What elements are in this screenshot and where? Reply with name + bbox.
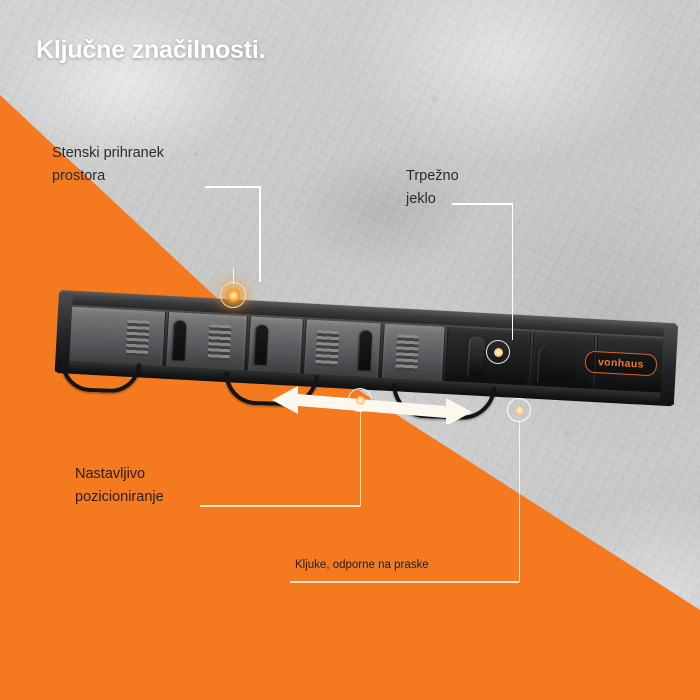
rack-grip: [125, 319, 150, 357]
rack-grip: [315, 329, 340, 368]
rack-slot: [536, 340, 576, 384]
callout-line-2-horizontal: [452, 203, 513, 205]
rack-grip: [207, 324, 232, 362]
callout-line-1-vertical-lower: [232, 268, 235, 284]
rack-slot: [253, 324, 269, 366]
callout-label-scratch-resistant-hooks: Kljuke, odporne na praske: [295, 559, 429, 571]
rack-slot: [171, 320, 187, 361]
callout-label-wall-space-saving: Stenski prihranek prostora: [52, 145, 165, 185]
callout-marker-durable-steel[interactable]: [486, 340, 510, 364]
callout-line-3-vertical: [359, 410, 362, 506]
rack-panel: [65, 306, 167, 366]
adjustable-positioning-arrow: [272, 378, 472, 426]
double-arrow-icon: [272, 386, 472, 426]
brand-logo: vonhaus: [584, 350, 658, 377]
callout-line-2-vertical: [511, 203, 514, 340]
callout-label-adjustable-positioning: Nastavljivo pozicioniranje: [75, 466, 164, 506]
callout-line-1-horizontal: [205, 186, 261, 188]
callout-line-4-vertical: [518, 420, 521, 582]
rack-slot: [467, 336, 486, 378]
callout-marker-scratch-resistant-hooks[interactable]: [507, 398, 531, 422]
callout-line-4-horizontal: [290, 581, 519, 583]
callout-line-1-vertical: [259, 186, 261, 282]
page-title: Ključne značilnosti.: [36, 36, 266, 64]
callout-marker-adjustable-positioning[interactable]: [348, 388, 372, 412]
callout-label-durable-steel: Trpežno jeklo: [406, 168, 459, 208]
rack-grip: [395, 334, 420, 372]
callout-line-3-horizontal: [200, 505, 360, 507]
rack-slot: [357, 330, 373, 371]
callout-marker-wall-space-saving[interactable]: [220, 282, 246, 308]
rack-hook: [59, 360, 141, 394]
